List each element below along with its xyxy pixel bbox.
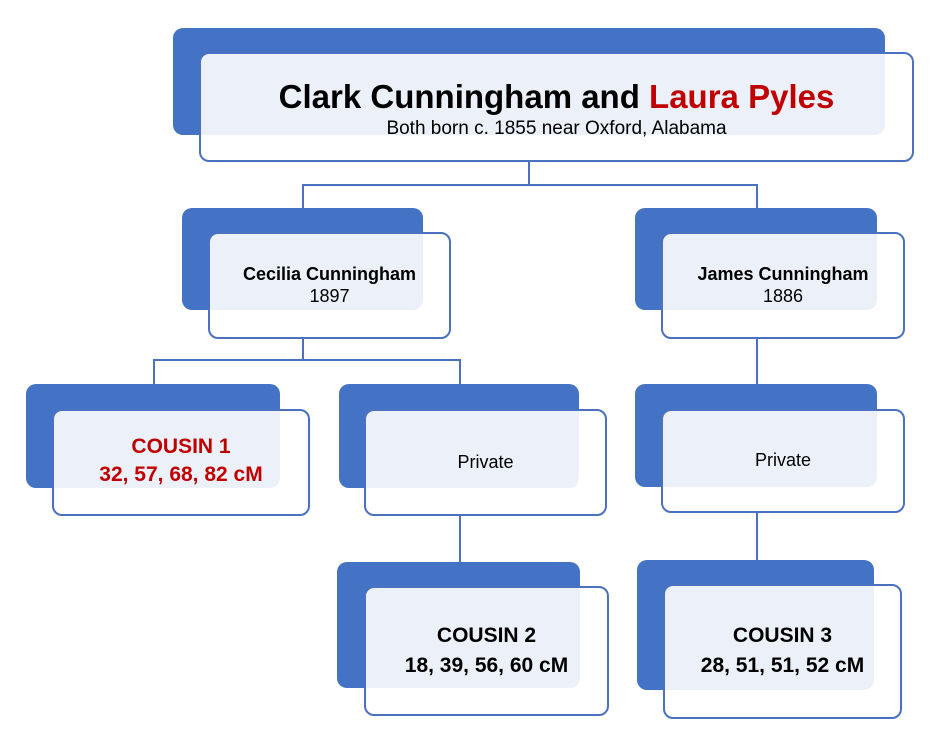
root-name-1: Clark Cunningham and: [278, 78, 650, 115]
root-subtitle: Both born c. 1855 near Oxford, Alabama: [386, 118, 727, 139]
node-year: 1886: [762, 286, 804, 306]
node-name: Cecilia Cunningham: [242, 264, 417, 284]
cousin-cm: 32, 57, 68, 82 cM: [99, 463, 263, 486]
connector: [459, 516, 461, 563]
private-label: Private: [754, 450, 812, 470]
connector: [459, 359, 461, 385]
connector: [153, 359, 461, 361]
cousin-label: COUSIN 3: [732, 624, 833, 647]
private-label: Private: [457, 452, 514, 472]
root-name-2: Laura Pyles: [649, 78, 835, 115]
root-title: Clark Cunningham and Laura Pyles: [199, 78, 914, 116]
connector: [153, 359, 155, 385]
cousin-label: COUSIN 1: [131, 435, 231, 458]
cousin-cm: 18, 39, 56, 60 cM: [404, 654, 569, 677]
connector: [756, 513, 758, 561]
connector: [302, 339, 304, 360]
node-name: James Cunningham: [697, 264, 869, 284]
connector: [756, 339, 758, 385]
node-year: 1897: [309, 286, 350, 306]
connector: [528, 162, 530, 185]
cousin-label: COUSIN 2: [436, 624, 537, 647]
connector: [302, 184, 758, 186]
cousin-cm: 28, 51, 51, 52 cM: [700, 654, 865, 677]
